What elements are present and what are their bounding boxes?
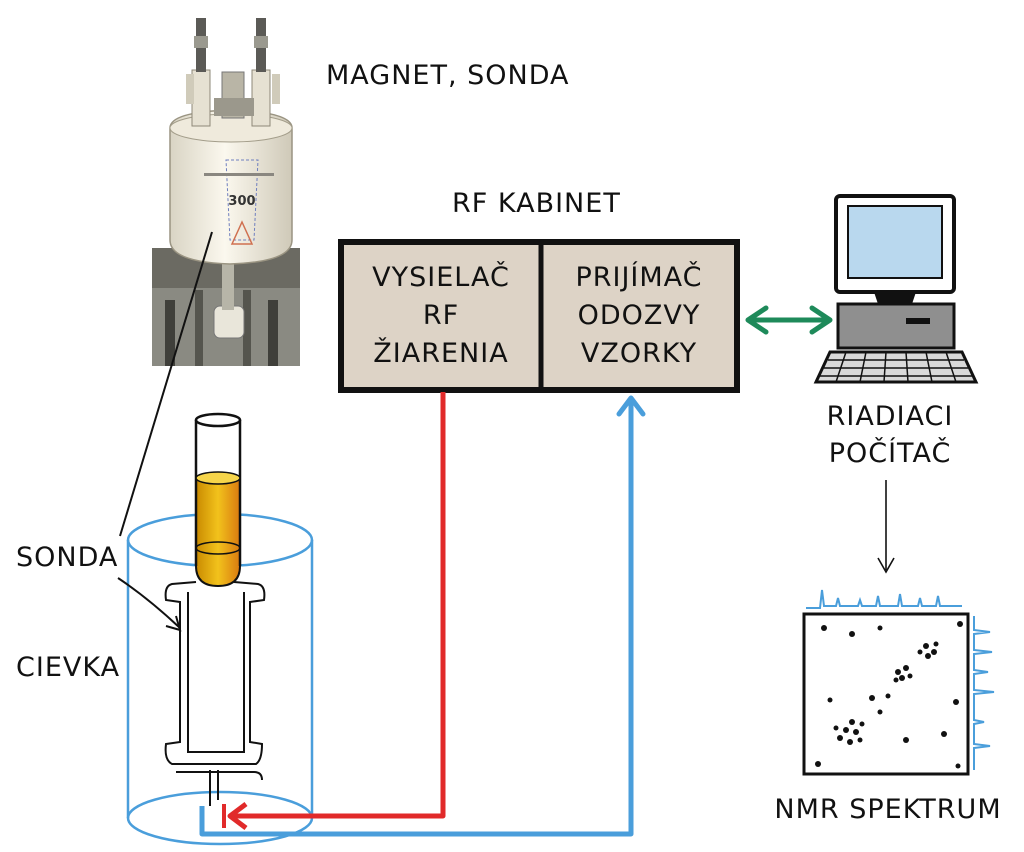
receiver-line-2: ODOZVY [578,300,701,331]
magnet-probe-label: MAGNET, SONDA [326,60,570,91]
coil-label: CIEVKA [16,652,120,683]
computer-icon [813,194,979,384]
sample-tube [194,412,242,588]
transmitter-line-2: RF [423,300,459,331]
computer-to-spectrum-arrow [877,480,895,574]
receiver-box: PRIJÍMAČ ODOZVY VZORKY [575,261,702,369]
probe-label: SONDA [16,542,118,573]
nmr-spectrum-label: NMR SPEKTRUM [774,794,1001,825]
computer-link-arrow [745,305,833,335]
transmitter-line-1: VYSIELAČ [372,261,510,293]
transmitter-line-3: ŽIARENIA [373,337,508,369]
rf-cabinet-label: RF KABINET [452,188,621,219]
transmitter-box: VYSIELAČ RF ŽIARENIA [372,261,510,369]
probe-pointer-line [119,231,213,537]
transmit-line [222,392,446,830]
probe-label-arrow [117,577,182,632]
computer-label-line-1: RIADIACI [827,401,954,432]
magnet-model-label: 300 [228,194,255,209]
computer-label-line-2: POČÍTAČ [829,437,952,469]
rf-coil [164,581,266,806]
receiver-line-1: PRIJÍMAČ [575,261,702,293]
receive-line [199,395,646,837]
nmr-magnet-photo: 300 [152,18,300,366]
nmr-spectrum-plot [802,589,995,776]
receiver-line-3: VZORKY [581,338,697,369]
rf-cabinet [338,239,740,393]
